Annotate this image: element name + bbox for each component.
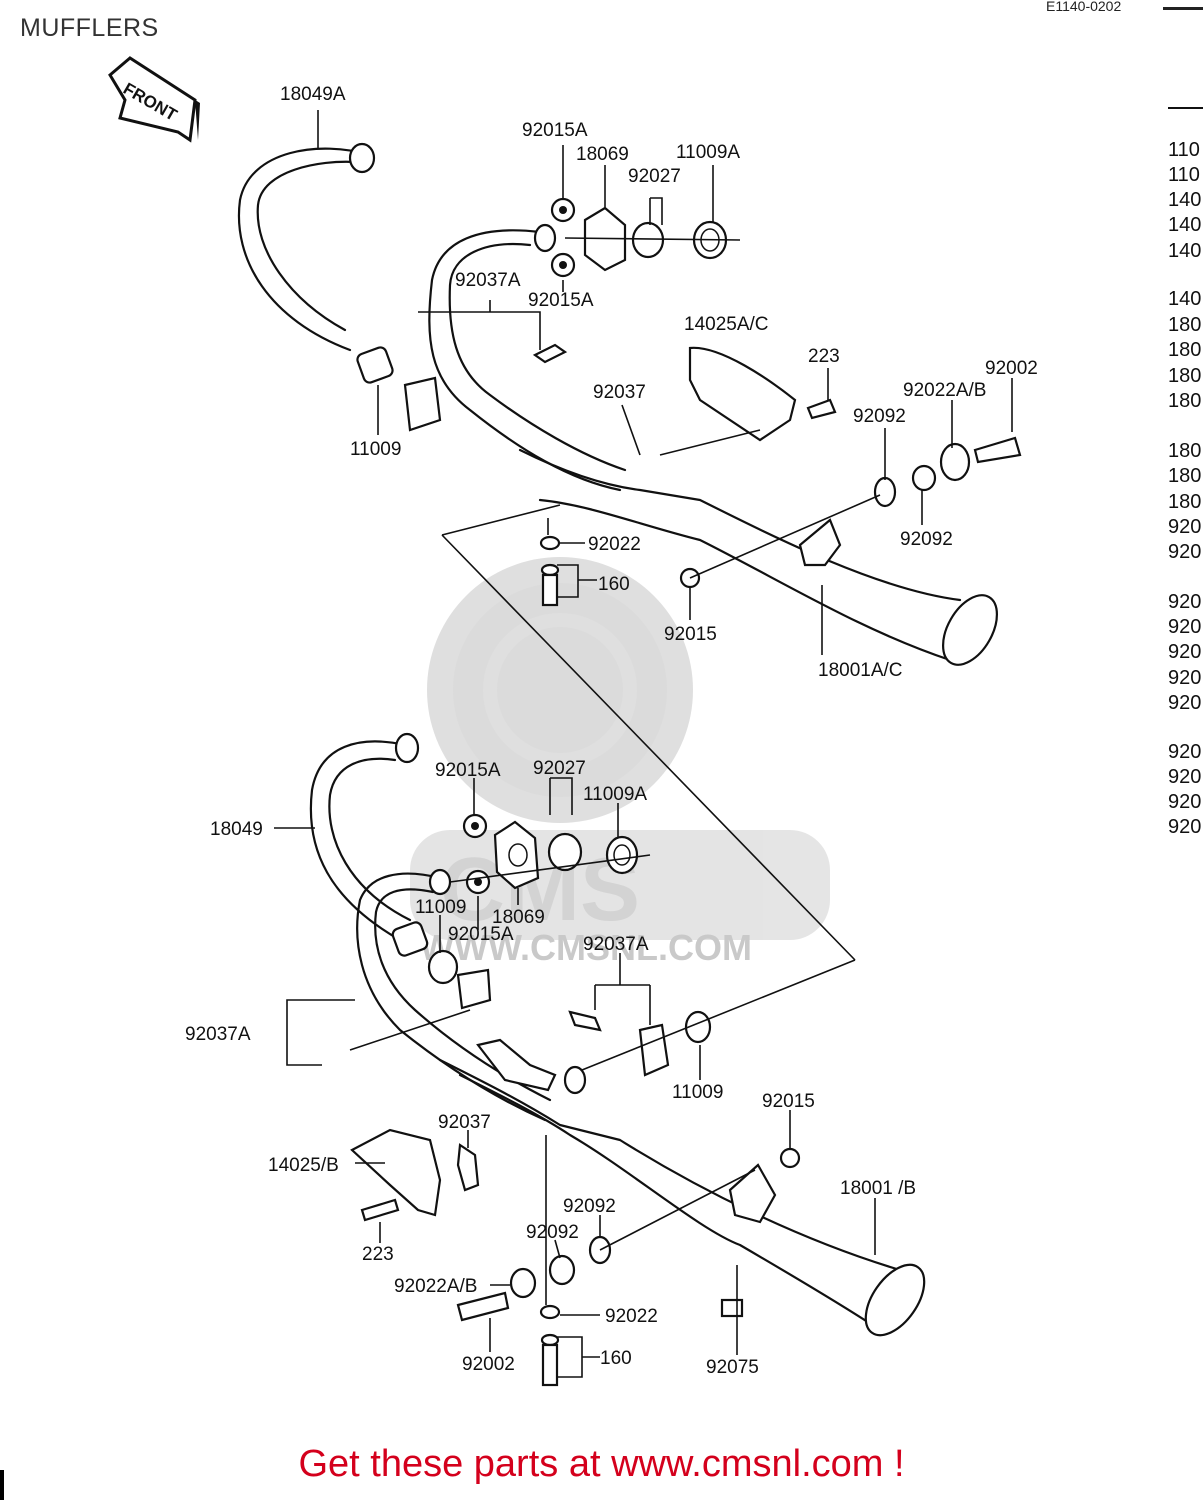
label-11009-lower-b: 11009 [672,1082,723,1103]
label-92092-lower-a: 92092 [563,1196,616,1217]
side-item: 180 [1168,491,1201,513]
label-92022AB-lower: 92022A/B [394,1276,477,1297]
side-item: 140 [1168,288,1201,310]
side-item: 920 [1168,791,1201,813]
label-11009A: 11009A [676,142,740,163]
edge-mark [0,1470,4,1500]
footer-link-text[interactable]: Get these parts at www.cmsnl.com ! [298,1443,905,1485]
label-92022AB: 92022A/B [903,380,986,401]
pipe-end [348,142,376,174]
side-item: 920 [1168,692,1201,714]
bolt-92002 [973,436,1022,464]
label-160: 160 [598,574,630,595]
label-92015A-top: 92015A [522,120,588,141]
side-item: 180 [1168,365,1201,387]
label-92092-lower-b: 92092 [526,1222,579,1243]
bracket-92037 [456,1143,480,1192]
label-92092-a: 92092 [853,406,906,427]
label-92027: 92027 [628,166,681,187]
side-item: 920 [1168,816,1201,838]
collar-11009-lower [427,949,459,985]
label-223: 223 [808,346,840,367]
label-92075: 92075 [706,1357,759,1378]
header-rule [1163,7,1203,10]
side-item: 920 [1168,741,1201,763]
side-item: 180 [1168,314,1201,336]
collar-92027-lower [547,832,583,872]
label-92027-lower: 92027 [533,758,586,779]
heat-shield-14025B [350,1128,442,1217]
page-title: MUFFLERS [20,14,159,42]
label-160-lower: 160 [600,1348,632,1369]
label-223-lower: 223 [362,1244,394,1265]
label-14025AC: 14025A/C [684,314,769,335]
upper-assembly [237,110,1022,961]
label-92037A-right: 92037A [583,934,649,955]
side-item: 920 [1168,641,1201,663]
clamp-92037A [403,376,442,432]
lower-assembly [274,732,926,1387]
side-item: 180 [1168,339,1201,361]
collar-11009 [356,346,394,384]
label-18049: 18049 [210,819,263,840]
label-11009A-lower: 11009A [583,784,647,805]
label-18001AC: 18001A/C [818,660,903,681]
label-92022-lower: 92022 [605,1306,658,1327]
side-item: 920 [1168,591,1201,613]
side-item: 110 [1168,164,1200,186]
side-item: 180 [1168,390,1201,412]
side-item: 920 [1168,667,1201,689]
label-18069: 18069 [576,144,629,165]
side-parts-list: 110 110 140 140 140 140 180 180 180 180 … [1168,107,1203,838]
bolt-92002-lower [456,1291,510,1322]
side-item: 180 [1168,440,1201,462]
label-92015A-top-lower: 92015A [435,760,501,781]
label-92037A: 92037A [455,270,521,291]
label-11009-lower-a: 11009 [415,897,466,918]
side-item: 180 [1168,465,1201,487]
label-11009: 11009 [350,439,401,460]
clamp-lower [456,968,492,1010]
label-92002-lower: 92002 [462,1354,515,1375]
label-92037-lower: 92037 [438,1112,491,1133]
side-item: 140 [1168,189,1201,211]
heat-shield-14025AC [688,346,797,442]
watermark-text: WWW.CMSNL.COM [420,927,752,968]
label-92092-b: 92092 [900,529,953,550]
side-item: 920 [1168,541,1201,563]
side-item: 110 [1168,139,1200,161]
label-92022: 92022 [588,534,641,555]
side-item: 920 [1168,616,1201,638]
side-item: 140 [1168,214,1201,236]
label-92015A-bottom-lower: 92015A [448,924,514,945]
side-item: 920 [1168,516,1201,538]
label-18001B: 18001 /B [840,1178,916,1199]
muffler-bracket [798,518,842,567]
label-14025B: 14025/B [268,1155,339,1176]
muffler-outlet [941,594,999,666]
front-arrow: FRONT [108,56,200,143]
label-92015A-bottom: 92015A [528,290,594,311]
diagram-code: E1140-0202 [1046,0,1122,14]
lower-labels: 92015A 92027 11009A 18049 11009 18069 92… [185,758,916,1378]
label-92015-lower: 92015 [762,1091,815,1112]
label-18049A: 18049A [280,84,346,105]
label-92015: 92015 [664,624,717,645]
side-item: 920 [1168,766,1201,788]
collar-92027 [631,221,665,259]
label-18069-lower: 18069 [492,907,545,928]
label-92037A-left: 92037A [185,1024,251,1045]
label-92037: 92037 [593,382,646,403]
upper-labels: 18049A 92015A 18069 11009A 92027 92037A … [280,84,1038,681]
side-item: 140 [1168,240,1201,262]
label-92002: 92002 [985,358,1038,379]
